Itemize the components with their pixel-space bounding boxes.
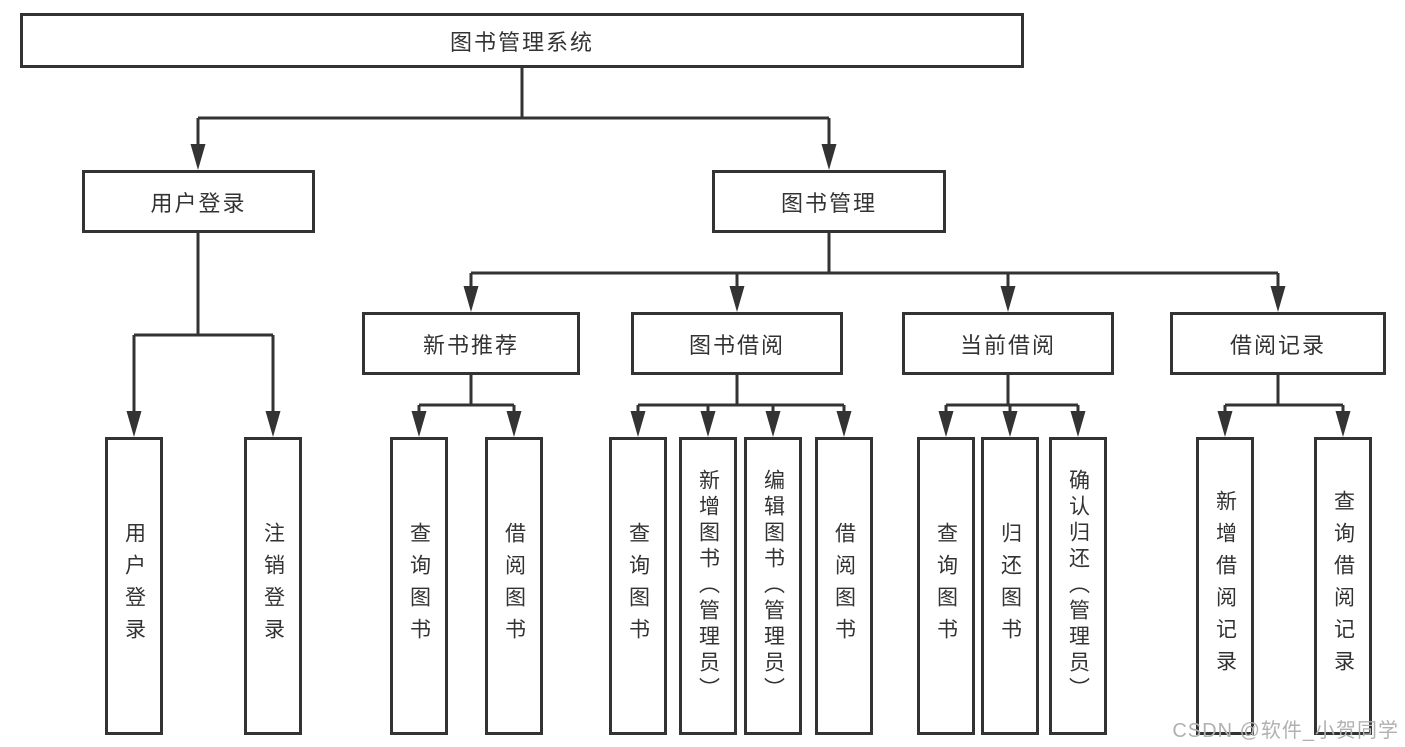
node-borrow-records: 借阅记录 bbox=[1170, 312, 1386, 375]
leaf-label: 新增借阅记录 bbox=[1213, 490, 1237, 682]
leaf-query-books-recommend: 查询图书 bbox=[390, 437, 448, 735]
csdn-watermark: CSDN @软件_小贺同学 bbox=[1172, 720, 1399, 742]
leaf-user-login: 用户登录 bbox=[105, 437, 163, 735]
node-current-borrow: 当前借阅 bbox=[902, 312, 1114, 375]
leaf-add-book-admin: 新增图书（管理员） bbox=[679, 437, 737, 735]
leaf-label: 查询图书 bbox=[407, 522, 431, 650]
leaf-edit-book-admin: 编辑图书（管理员） bbox=[744, 437, 802, 735]
leaf-confirm-return-admin: 确认归还（管理员） bbox=[1049, 437, 1107, 735]
leaf-add-borrow-record: 新增借阅记录 bbox=[1196, 437, 1254, 735]
leaf-query-borrow-record: 查询借阅记录 bbox=[1314, 437, 1372, 735]
arrowheads bbox=[126, 144, 1351, 437]
node-book-borrow: 图书借阅 bbox=[631, 312, 843, 375]
leaf-borrow-books-recommend: 借阅图书 bbox=[485, 437, 543, 735]
leaf-return-book: 归还图书 bbox=[981, 437, 1039, 735]
node-book-management: 图书管理 bbox=[712, 170, 946, 233]
leaf-query-books-borrow: 查询图书 bbox=[609, 437, 667, 735]
leaf-label: 用户登录 bbox=[122, 522, 146, 650]
leaf-label: 确认归还（管理员） bbox=[1066, 469, 1090, 703]
leaf-label: 编辑图书（管理员） bbox=[761, 469, 785, 703]
leaf-logout: 注销登录 bbox=[244, 437, 302, 735]
leaf-query-books-current: 查询图书 bbox=[917, 437, 975, 735]
node-root: 图书管理系统 bbox=[20, 13, 1024, 68]
leaf-label: 借阅图书 bbox=[832, 522, 856, 650]
node-new-book-recommend: 新书推荐 bbox=[362, 312, 580, 375]
leaf-label: 归还图书 bbox=[998, 522, 1022, 650]
leaf-label: 查询借阅记录 bbox=[1331, 490, 1355, 682]
leaf-label: 新增图书（管理员） bbox=[696, 469, 720, 703]
leaf-label: 注销登录 bbox=[261, 522, 285, 650]
leaf-label: 查询图书 bbox=[934, 522, 958, 650]
leaf-borrow-books: 借阅图书 bbox=[815, 437, 873, 735]
leaf-label: 借阅图书 bbox=[502, 522, 526, 650]
tree-edges bbox=[132, 68, 1345, 413]
node-user-login: 用户登录 bbox=[82, 170, 315, 233]
leaf-label: 查询图书 bbox=[626, 522, 650, 650]
